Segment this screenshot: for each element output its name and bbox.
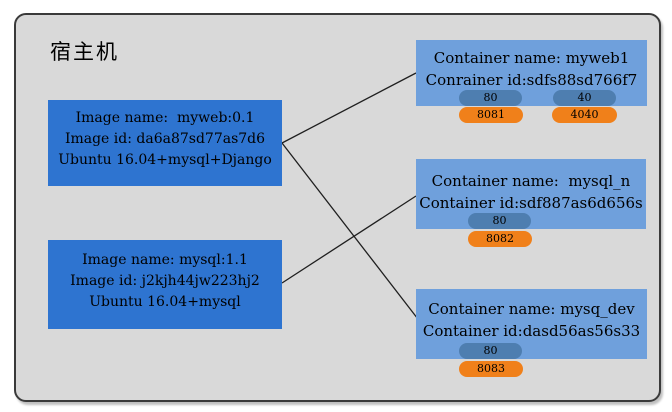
host-title: 宿主机 [50,40,119,64]
host-port-badge: 8082 [468,231,532,247]
container-port-badge: 80 [459,343,522,359]
host-port-badge: 4040 [552,107,617,123]
container-port-badge: 80 [468,213,531,229]
image-id-line: Image id: da6a87sd77as7d6 [64,131,266,147]
container-name-line: Container name: mysq_dev [428,300,635,318]
container-id-line: Container id:sdf887as6d656s [419,194,643,212]
container-id-line: Container id:dasd56as56s33 [422,322,641,340]
container-name-line: Container name: mysql_n [431,172,631,190]
image-name-line: Image name: myweb:0.1 [75,110,255,126]
container-name-line: Container name: myweb1 [433,49,630,67]
container-port-badge: 80 [459,90,522,106]
image-box-myweb: Image name: myweb:0.1 Image id: da6a87sd… [48,100,282,186]
container-port-badge: 40 [553,90,616,106]
host-port-badge: 8081 [459,107,523,123]
image-os-line: Ubuntu 16.04+mysql+Django [58,152,272,168]
container-id-line: Conrainer id:sdfs88sd766f7 [425,71,638,89]
image-box-mysql: Image name: mysql:1.1 Image id: j2kjh44j… [48,240,282,329]
container-box-mysq-dev: Container name: mysq_dev Container id:da… [416,289,647,359]
image-id-line: Image id: j2kjh44jw223hj2 [70,273,260,289]
host-port-badge: 8083 [459,361,523,377]
container-box-mysql-n: Container name: mysql_n Container id:sdf… [416,159,646,229]
image-name-line: Image name: mysql:1.1 [82,252,248,268]
image-os-line: Ubuntu 16.04+mysql [89,294,241,310]
